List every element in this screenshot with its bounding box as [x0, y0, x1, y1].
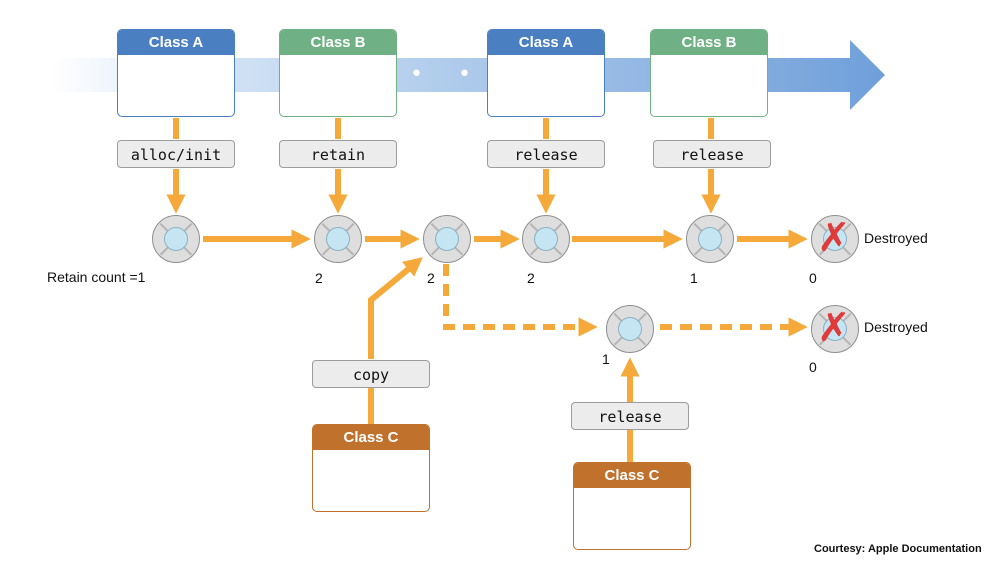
- class-box-title: Class C: [574, 463, 690, 488]
- message-alloc-init: alloc/init: [117, 140, 235, 168]
- cross-icon: ✗: [817, 305, 851, 351]
- node-core: [698, 227, 722, 251]
- retain-count-value: 2: [527, 270, 535, 286]
- retain-count-node: [606, 305, 654, 353]
- message-copy: copy: [312, 360, 430, 388]
- destroyed-label: Destroyed: [864, 319, 928, 335]
- message-release: release: [653, 140, 771, 168]
- courtesy-caption: Courtesy: Apple Documentation: [814, 543, 982, 555]
- class-box-c-copy: Class C: [312, 424, 430, 512]
- retain-count-value: 0: [809, 359, 817, 375]
- message-retain: retain: [279, 140, 397, 168]
- class-box-title: Class B: [280, 30, 396, 55]
- class-box-b-2: Class B: [650, 29, 768, 117]
- retain-count-node: [423, 215, 471, 263]
- dashed-copy-branch: [443, 264, 598, 337]
- node-core: [534, 227, 558, 251]
- destroyed-node: ✗: [811, 215, 859, 263]
- node-core: [618, 317, 642, 341]
- arrow-copy-node: [368, 257, 423, 359]
- message-release: release: [487, 140, 605, 168]
- class-box-title: Class A: [118, 30, 234, 55]
- class-box-title: Class A: [488, 30, 604, 55]
- retain-count-value: 1: [690, 270, 698, 286]
- retain-count-value: 2: [315, 270, 323, 286]
- destroyed-label: Destroyed: [864, 230, 928, 246]
- class-box-a-2: Class A: [487, 29, 605, 117]
- destroyed-node: ✗: [811, 305, 859, 353]
- retain-count-label: Retain count =1: [47, 269, 146, 285]
- retain-count-node: [314, 215, 362, 263]
- class-box-title: Class C: [313, 425, 429, 450]
- cross-icon: ✗: [817, 215, 851, 261]
- class-box-a-1: Class A: [117, 29, 235, 117]
- class-box-b-1: Class B: [279, 29, 397, 117]
- retain-count-value: 1: [602, 351, 610, 367]
- retain-count-value: 0: [809, 270, 817, 286]
- timeline-arrow: [50, 40, 885, 110]
- node-core: [164, 227, 188, 251]
- class-box-c-release: Class C: [573, 462, 691, 550]
- node-core: [326, 227, 350, 251]
- retain-count-node: [686, 215, 734, 263]
- node-core: [823, 317, 847, 341]
- class-box-title: Class B: [651, 30, 767, 55]
- retain-count-value: 2: [427, 270, 435, 286]
- node-core: [435, 227, 459, 251]
- retain-count-node: [152, 215, 200, 263]
- retain-count-node: [522, 215, 570, 263]
- message-release: release: [571, 402, 689, 430]
- node-core: [823, 227, 847, 251]
